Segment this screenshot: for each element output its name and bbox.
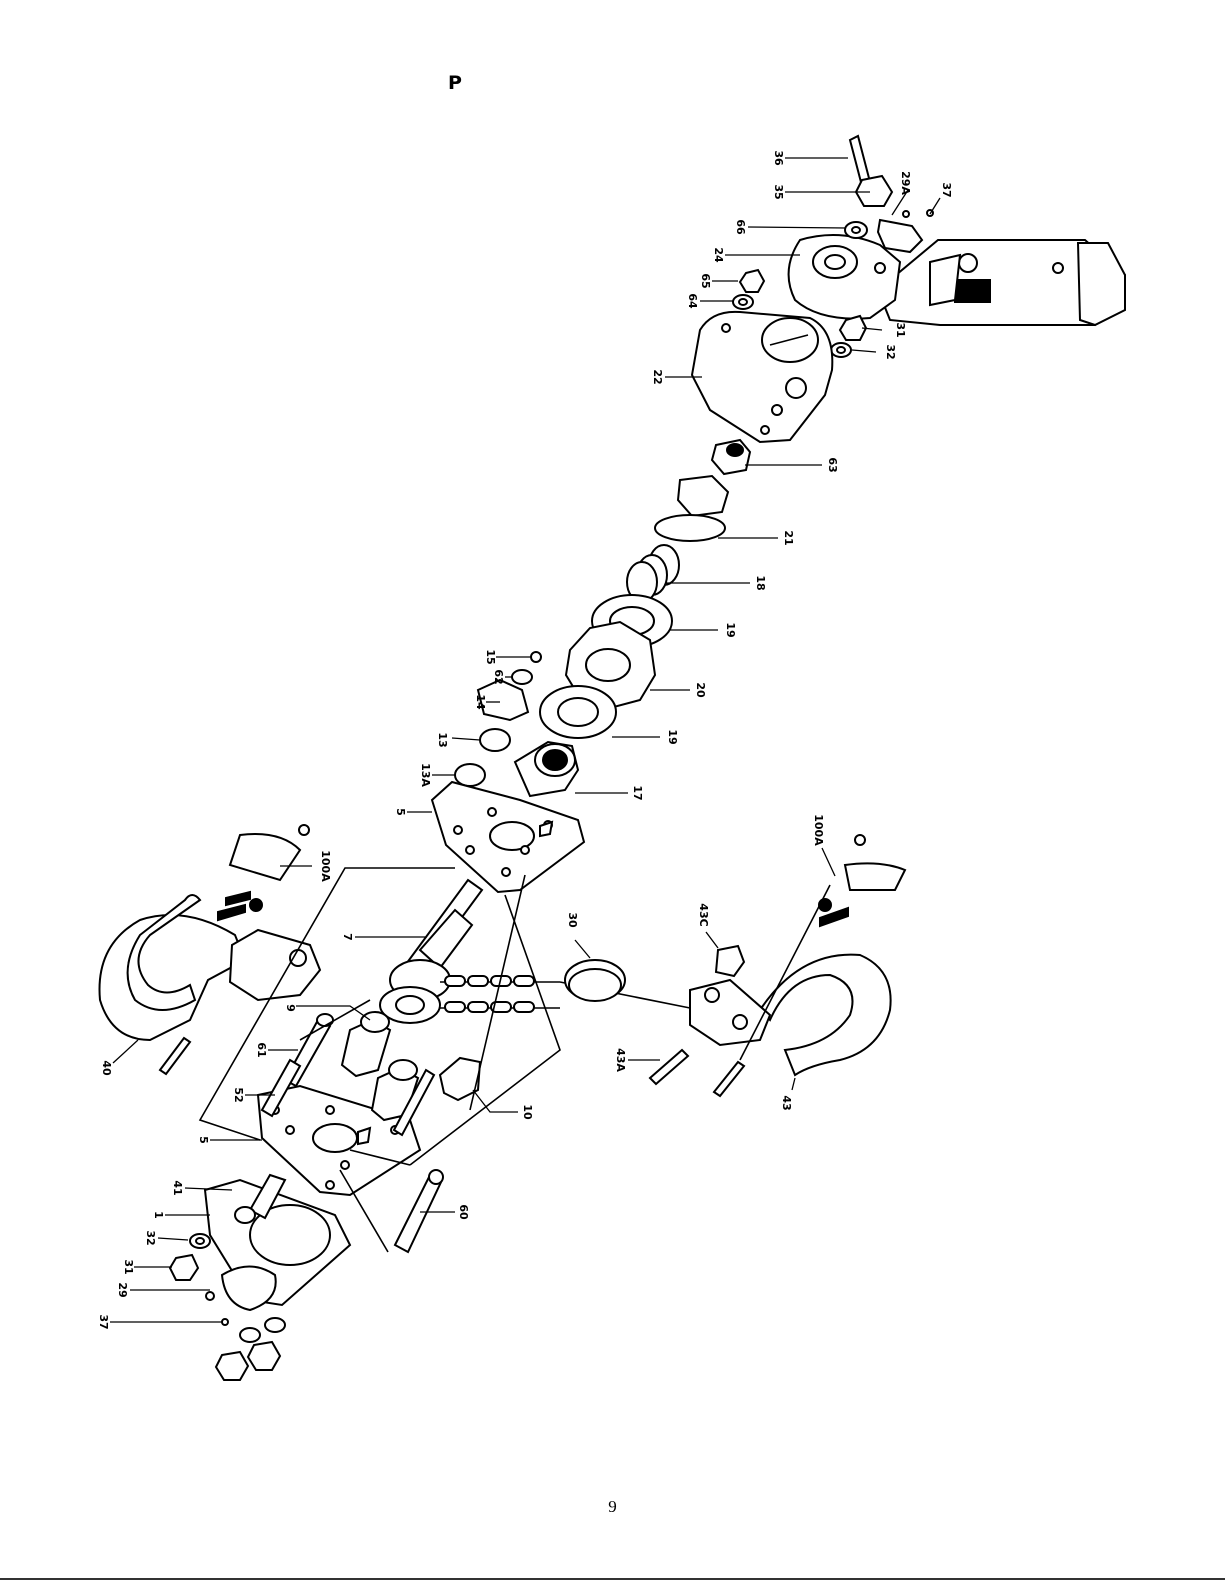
callout-label: 40 bbox=[100, 1060, 113, 1076]
callout-label: 17 bbox=[631, 785, 644, 800]
page-number: 9 bbox=[0, 1497, 1225, 1517]
callout-label: 62 bbox=[492, 669, 505, 684]
callout-label: 35 bbox=[772, 184, 785, 199]
callout-label: 10 bbox=[521, 1104, 534, 1120]
callout-label: 19 bbox=[666, 729, 679, 744]
callout-label: 7 bbox=[341, 933, 354, 941]
callout-label: 36 bbox=[772, 150, 785, 166]
callout-label: 100A bbox=[812, 814, 825, 846]
lever-handle bbox=[878, 240, 1125, 325]
callout-label: 1 bbox=[152, 1211, 165, 1219]
callout-label: 9 bbox=[284, 1004, 297, 1012]
callout-label: 30 bbox=[566, 912, 579, 928]
callout-label: 41 bbox=[171, 1180, 184, 1195]
shaft-7 bbox=[380, 880, 482, 1023]
callout-label: 66 bbox=[734, 219, 747, 235]
callout-label: 15 bbox=[484, 649, 497, 664]
hub-17 bbox=[515, 742, 578, 796]
callout-label: 24 bbox=[712, 247, 725, 263]
callout-label: 18 bbox=[754, 575, 767, 590]
callout-label: 29A bbox=[899, 171, 912, 195]
callout-label: 32 bbox=[144, 1230, 157, 1245]
callout-label: 63 bbox=[826, 457, 839, 472]
callout-label: 64 bbox=[686, 293, 699, 309]
callout-label: 61 bbox=[255, 1042, 268, 1057]
cover-22 bbox=[692, 312, 832, 442]
callout-label: 52 bbox=[232, 1087, 245, 1102]
callout-label: 5 bbox=[197, 1136, 210, 1144]
callout-label: 29 bbox=[116, 1282, 129, 1297]
load-chain bbox=[440, 960, 690, 1012]
callout-label: 32 bbox=[884, 344, 897, 359]
callout-label: 37 bbox=[97, 1314, 110, 1329]
callout-label: 65 bbox=[699, 273, 712, 288]
pawl-lever-24 bbox=[789, 235, 900, 319]
bottom-hook-43 bbox=[650, 835, 905, 1096]
callout-label: 20 bbox=[694, 682, 707, 698]
callout-label: 21 bbox=[782, 530, 795, 545]
callout-label: 22 bbox=[651, 369, 664, 384]
callout-label: 13 bbox=[436, 732, 449, 747]
callout-label: 5 bbox=[394, 808, 407, 816]
callout-label: 43A bbox=[614, 1048, 627, 1072]
callout-label: 43C bbox=[697, 903, 710, 926]
callout-label: 14 bbox=[474, 694, 487, 710]
footer-rule bbox=[0, 1578, 1225, 1580]
callout-label: 13A bbox=[419, 763, 432, 787]
tie-lines bbox=[200, 868, 830, 1252]
callout-label: 100A bbox=[319, 850, 332, 882]
callout-label: 60 bbox=[457, 1204, 470, 1220]
top-hook-40 bbox=[100, 825, 321, 1074]
callout-label: 43 bbox=[780, 1095, 793, 1110]
callout-label: 31 bbox=[894, 322, 907, 337]
callout-label: 31 bbox=[122, 1259, 135, 1274]
callout-label: 19 bbox=[724, 622, 737, 637]
side-plate-5-upper bbox=[432, 782, 584, 892]
brake-stack bbox=[455, 440, 750, 786]
callout-label: 37 bbox=[940, 182, 953, 197]
